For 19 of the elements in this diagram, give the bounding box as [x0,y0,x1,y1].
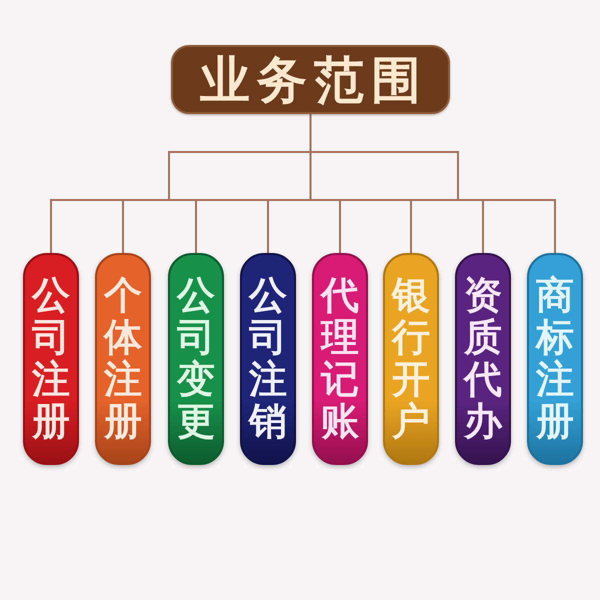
connector-line [310,114,556,253]
service-pill [23,253,79,465]
service-label: 代理记账 [321,275,359,443]
service-pill [240,253,296,465]
service-label: 个体注册 [104,275,142,443]
heading-text: 业务范围 [199,54,428,104]
service-label: 商标注册 [536,275,574,443]
service-pill [383,253,439,465]
service-pill [527,253,583,465]
service-label: 公司变更 [177,275,215,443]
service-label: 公司注销 [249,275,287,443]
service-pill [312,253,368,465]
service-label: 公司注册 [32,275,70,443]
service-pill [95,253,151,465]
service-pill [168,253,224,465]
heading-box [171,45,450,114]
service-label: 资质代办 [464,275,502,443]
service-label: 银行开户 [392,275,430,443]
service-pill [455,253,511,465]
